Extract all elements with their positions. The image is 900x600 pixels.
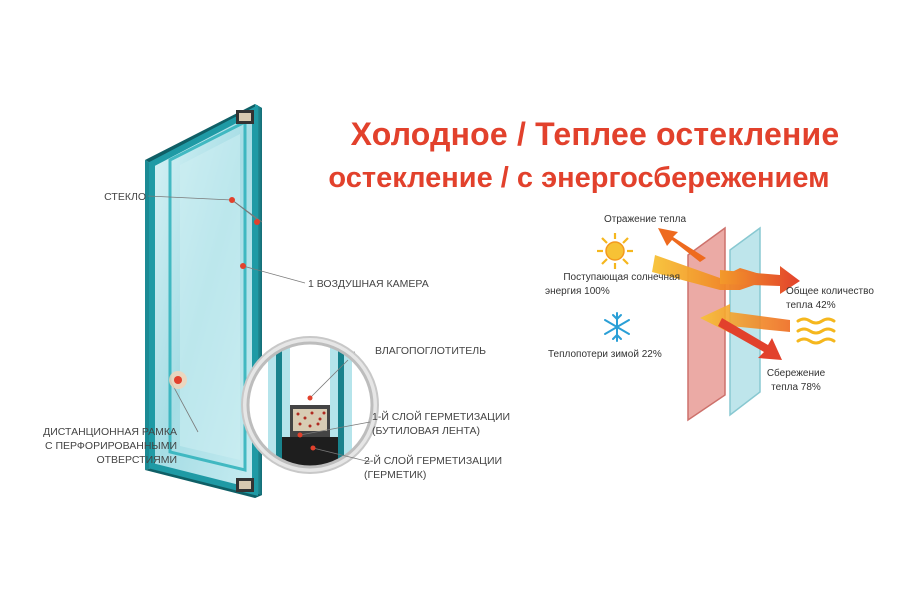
label-incoming-line2: энергия 100% — [545, 286, 610, 297]
label-spacer-line3: ОТВЕРСТИЯМИ — [96, 454, 177, 466]
label-total-line1: Общее количество — [786, 286, 874, 297]
total-heat-arrow — [720, 266, 800, 294]
label-heat-reflection: Отражение тепла — [604, 214, 687, 225]
label-desiccant: ВЛАГОПОГЛОТИТЕЛЬ — [375, 345, 487, 357]
detail-magnifier — [241, 336, 379, 474]
label-seal-layer-1: 1-Й СЛОЙ ГЕРМЕТИЗАЦИИ (БУТИЛОВАЯ ЛЕНТА) — [372, 410, 510, 438]
label-seal2-line1: 2-Й СЛОЙ ГЕРМЕТИЗАЦИИ — [364, 455, 503, 467]
label-seal-layer-2: 2-Й СЛОЙ ГЕРМЕТИЗАЦИИ (ГЕРМЕТИК) — [364, 454, 502, 482]
heat-reflection-arrow — [658, 228, 706, 262]
label-seal2-line2: (ГЕРМЕТИК) — [364, 469, 427, 481]
heat-waves-icon — [796, 317, 836, 345]
heat-saving-arrow — [718, 318, 782, 360]
page-title: Холодное / Теплее остекление — [350, 116, 840, 152]
energy-diagram — [597, 226, 836, 422]
label-heat-saving: Сбережение тепла 78% — [756, 367, 836, 395]
label-total-heat: Общее количество тепла 42% — [786, 285, 874, 313]
label-incoming-line1: Поступающая солнечная — [563, 272, 680, 283]
label-winter-loss: Теплопотери зимой 22% — [548, 349, 662, 360]
label-incoming-energy: Поступающая солнечная энергия 100% — [520, 271, 680, 299]
label-seal1-line1: 1-Й СЛОЙ ГЕРМЕТИЗАЦИИ — [372, 411, 511, 423]
label-saving-line2: тепла 78% — [771, 382, 821, 393]
label-seal1-line2: (БУТИЛОВАЯ ЛЕНТА) — [372, 425, 481, 437]
window-frame — [145, 104, 262, 498]
label-spacer-line1: ДИСТАНЦИОННАЯ РАМКА — [43, 426, 177, 438]
label-glass: СТЕКЛО — [104, 191, 146, 203]
sun-icon — [597, 233, 633, 269]
snowflake-icon — [604, 312, 630, 342]
label-air-chamber: 1 ВОЗДУШНАЯ КАМЕРА — [308, 278, 429, 290]
page-subtitle: остекление / с энергосбережением — [328, 162, 830, 194]
label-spacer-frame: ДИСТАНЦИОННАЯ РАМКА С ПЕРФОРИРОВАННЫМИ О… — [40, 425, 177, 467]
label-spacer-line2: С ПЕРФОРИРОВАННЫМИ — [45, 440, 177, 452]
label-saving-line1: Сбережение — [766, 368, 826, 379]
label-total-line2: тепла 42% — [786, 300, 836, 311]
